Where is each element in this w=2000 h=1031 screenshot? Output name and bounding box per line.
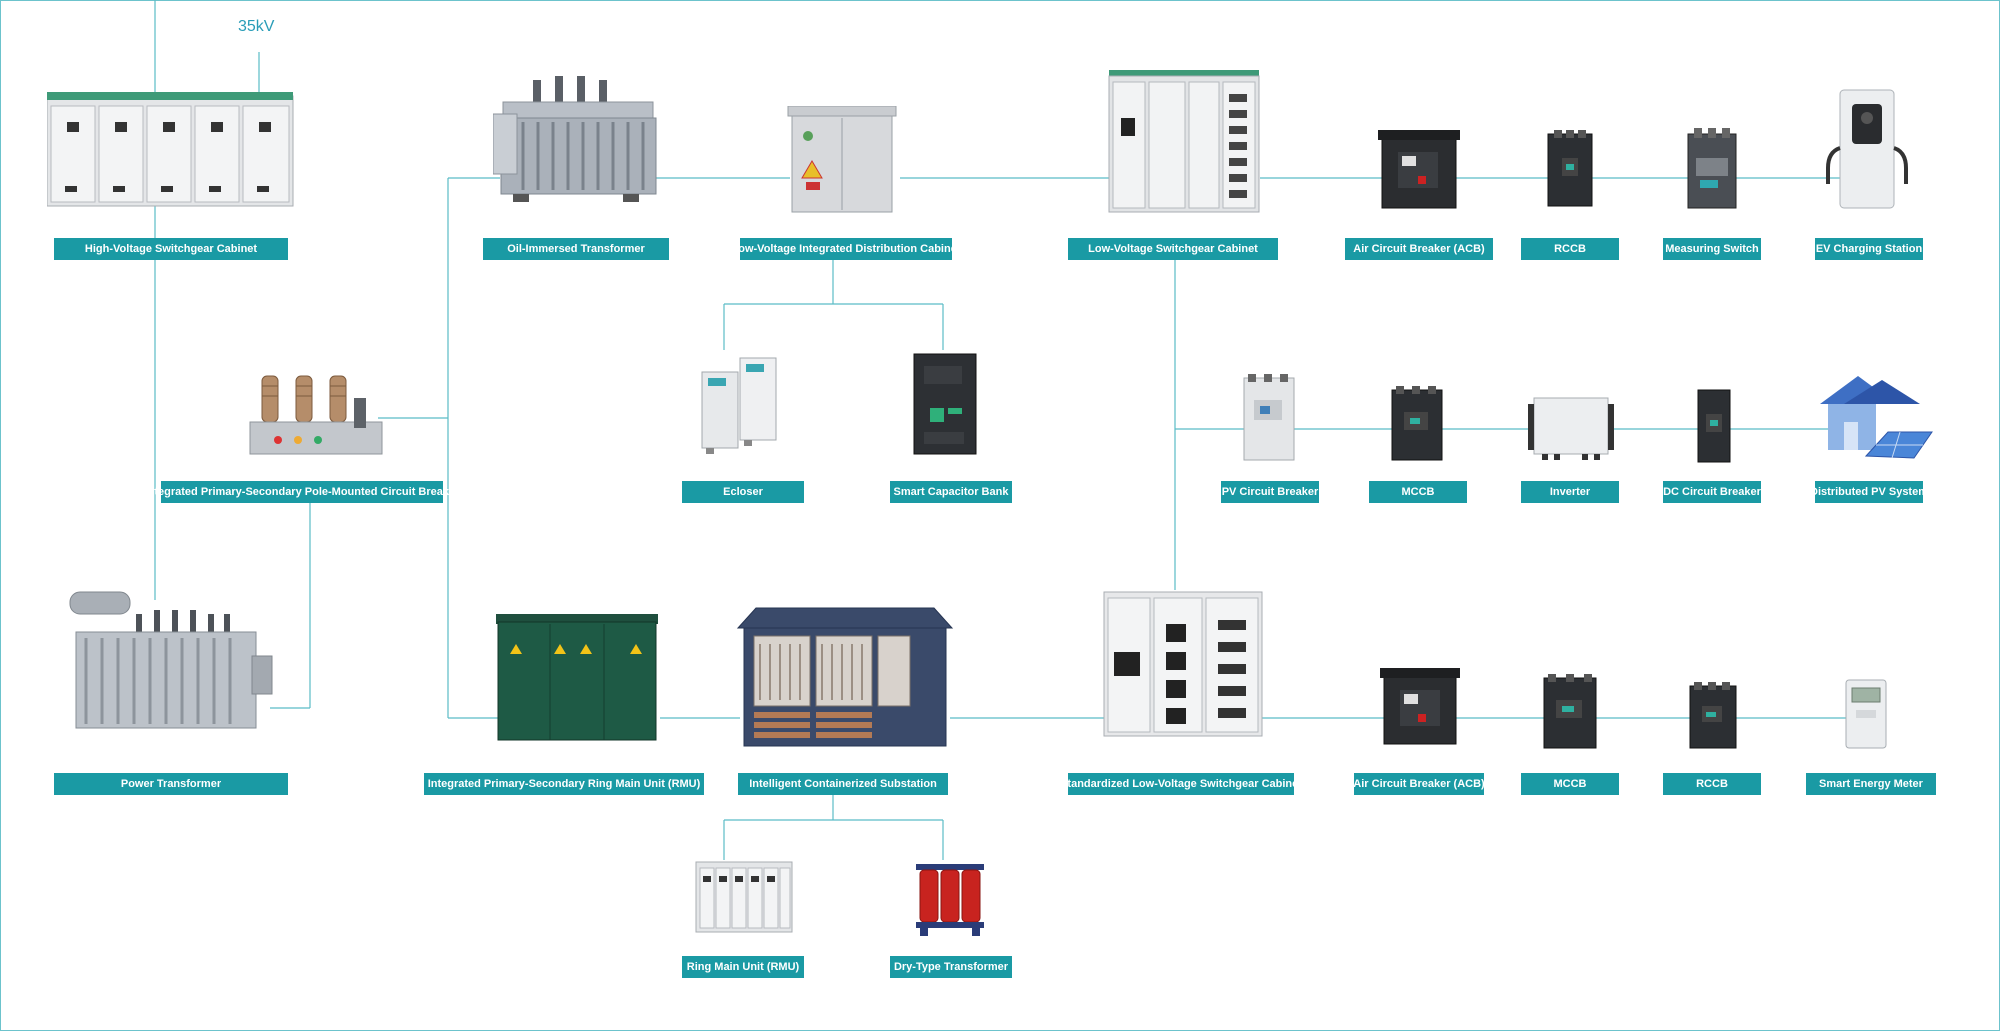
label-capacitor-bank[interactable]: Smart Capacitor Bank <box>890 481 1012 503</box>
label-pv-breaker[interactable]: PV Circuit Breaker <box>1221 481 1319 503</box>
label-measuring-switch[interactable]: Measuring Switch <box>1663 238 1761 260</box>
inverter-image[interactable] <box>1528 394 1614 464</box>
hv-switchgear-image[interactable] <box>47 92 297 212</box>
label-rmu[interactable]: Ring Main Unit (RMU) <box>682 956 804 978</box>
container-substation-image[interactable] <box>736 604 954 752</box>
rmu-integrated-image[interactable] <box>494 608 660 744</box>
label-lv-integrated-cabinet[interactable]: Low-Voltage Integrated Distribution Cabi… <box>732 238 960 260</box>
label-inverter[interactable]: Inverter <box>1521 481 1619 503</box>
rccb-top-image[interactable] <box>1544 130 1596 210</box>
dry-transformer-image[interactable] <box>912 860 988 938</box>
lv-switchgear-image[interactable] <box>1107 70 1263 216</box>
label-pv-system[interactable]: Distributed PV System <box>1810 481 1928 503</box>
pv-breaker-image[interactable] <box>1240 374 1298 464</box>
mccb-mid-image[interactable] <box>1388 386 1446 464</box>
lv-integrated-cabinet-image[interactable] <box>782 106 902 216</box>
oil-transformer-image[interactable] <box>493 72 658 212</box>
label-smart-meter[interactable]: Smart Energy Meter <box>1806 773 1936 795</box>
ecloser-image[interactable] <box>694 348 790 458</box>
rccb-bottom-image[interactable] <box>1686 682 1740 752</box>
label-pole-breaker[interactable]: Integrated Primary-Secondary Pole-Mounte… <box>145 481 459 503</box>
label-rccb-bottom[interactable]: RCCB <box>1663 773 1761 795</box>
pv-system-image[interactable] <box>1810 370 1934 464</box>
label-rccb-top[interactable]: RCCB <box>1521 238 1619 260</box>
label-acb-top[interactable]: Air Circuit Breaker (ACB) <box>1345 238 1493 260</box>
pole-breaker-image[interactable] <box>248 368 384 468</box>
label-std-lv-switchgear[interactable]: Standardized Low-Voltage Switchgear Cabi… <box>1060 773 1302 795</box>
label-dry-transformer[interactable]: Dry-Type Transformer <box>890 956 1012 978</box>
label-ecloser[interactable]: Ecloser <box>682 481 804 503</box>
ev-charging-image[interactable] <box>1826 88 1908 212</box>
acb-top-image[interactable] <box>1378 126 1460 216</box>
mccb-bottom-image[interactable] <box>1540 674 1600 752</box>
voltage-label: 35kV <box>238 18 275 35</box>
label-acb-bottom[interactable]: Air Circuit Breaker (ACB) <box>1353 773 1485 795</box>
dc-breaker-image[interactable] <box>1694 386 1734 466</box>
smart-meter-image[interactable] <box>1842 676 1890 752</box>
capacitor-bank-image[interactable] <box>910 352 980 458</box>
measuring-switch-image[interactable] <box>1682 128 1742 212</box>
rmu-image[interactable] <box>692 858 796 938</box>
acb-bottom-image[interactable] <box>1380 664 1460 752</box>
label-mccb-mid[interactable]: MCCB <box>1369 481 1467 503</box>
label-lv-switchgear[interactable]: Low-Voltage Switchgear Cabinet <box>1068 238 1278 260</box>
label-mccb-bottom[interactable]: MCCB <box>1521 773 1619 795</box>
label-power-transformer[interactable]: Power Transformer <box>54 773 288 795</box>
label-rmu-integrated[interactable]: Integrated Primary-Secondary Ring Main U… <box>424 773 704 795</box>
label-oil-transformer[interactable]: Oil-Immersed Transformer <box>483 238 669 260</box>
label-hv-switchgear[interactable]: High-Voltage Switchgear Cabinet <box>54 238 288 260</box>
std-lv-switchgear-image[interactable] <box>1102 590 1264 740</box>
label-dc-breaker[interactable]: DC Circuit Breaker <box>1663 481 1761 503</box>
power-transformer-image[interactable] <box>66 586 276 742</box>
label-ev-charging[interactable]: EV Charging Station <box>1815 238 1923 260</box>
label-container-substation[interactable]: Intelligent Containerized Substation <box>738 773 948 795</box>
